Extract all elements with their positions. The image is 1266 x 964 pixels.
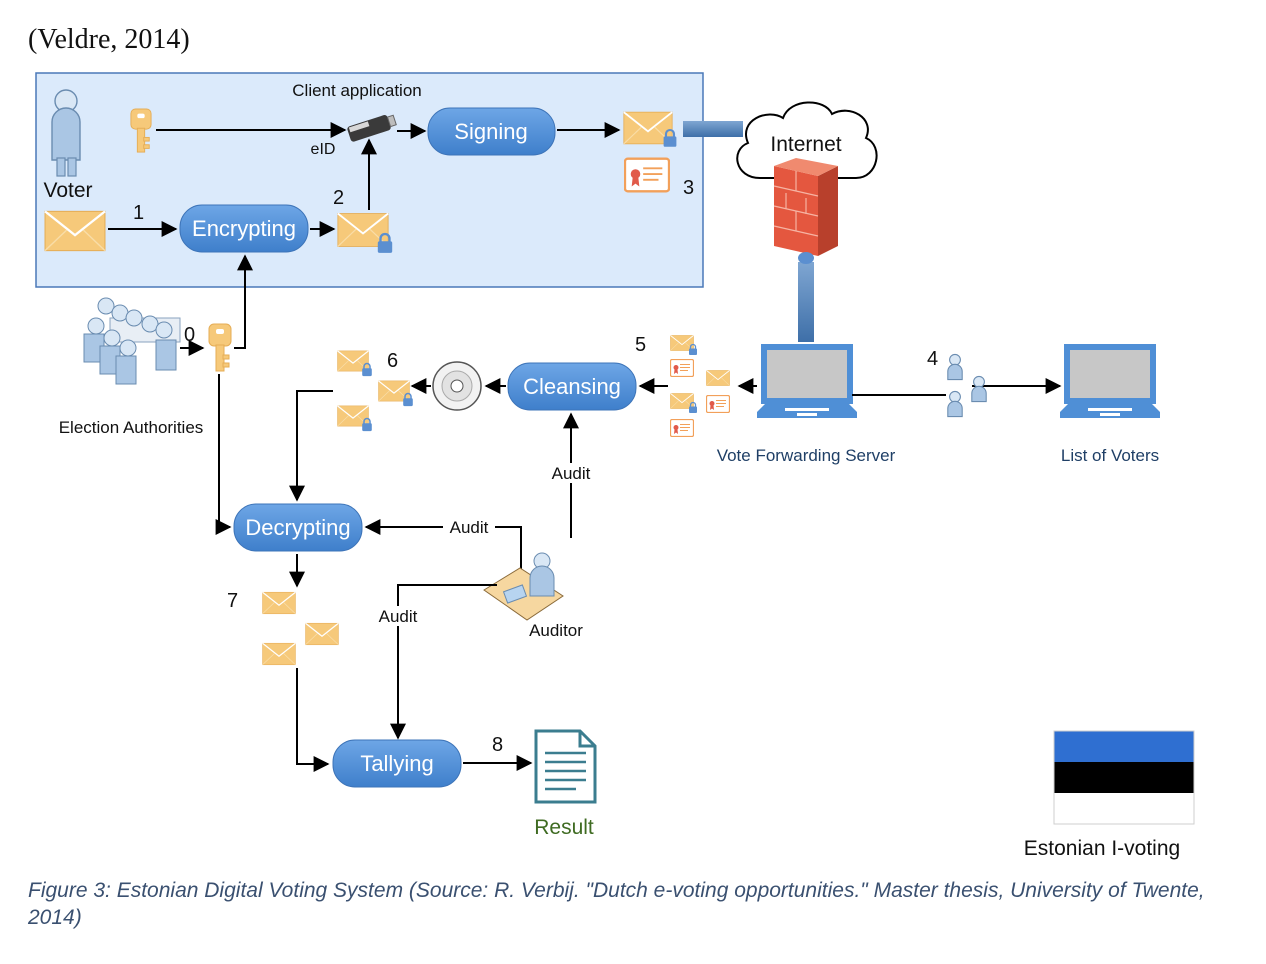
cd-disc-icon xyxy=(432,361,482,411)
encrypting-label: Encrypting xyxy=(192,216,296,241)
decrypted-vote-envelope-icon xyxy=(262,642,296,666)
envelope-icon xyxy=(706,369,730,387)
signing-label: Signing xyxy=(454,119,527,144)
certificate-icon xyxy=(706,395,730,413)
step-6: 6 xyxy=(387,350,398,372)
step-3: 3 xyxy=(683,177,694,199)
step-5: 5 xyxy=(635,334,646,356)
step-8: 8 xyxy=(492,734,503,756)
election-authorities-icon xyxy=(83,297,181,385)
ballot-envelope-icon xyxy=(44,210,106,252)
election-authorities-label: Election Authorities xyxy=(59,418,204,437)
estonian-ivoting-label: Estonian I-voting xyxy=(1024,837,1180,860)
list-of-voters-label: List of Voters xyxy=(1061,446,1159,465)
decrypted-vote-envelope-icon xyxy=(305,622,339,646)
signing-process: Signing xyxy=(427,107,556,156)
list-of-voters-icon xyxy=(1060,344,1160,418)
eid-usb-icon xyxy=(347,114,397,142)
internet-label: Internet xyxy=(770,133,841,156)
auditor-label: Auditor xyxy=(529,621,583,640)
step-4: 4 xyxy=(927,348,938,370)
auditor-icon xyxy=(483,552,564,621)
tallying-label: Tallying xyxy=(360,751,433,776)
internet-cloud-icon xyxy=(736,101,878,179)
result-document-icon xyxy=(534,729,597,804)
voter-person-icon xyxy=(947,353,963,381)
step-7: 7 xyxy=(227,590,238,612)
pipe-to-server xyxy=(798,262,814,342)
audit-label-decrypting: Audit xyxy=(450,518,489,537)
certificate-icon xyxy=(624,157,670,193)
encrypting-process: Encrypting xyxy=(179,204,309,253)
audit-label-cleansing: Audit xyxy=(552,464,591,483)
step-0: 0 xyxy=(184,324,195,346)
certificate-icon xyxy=(670,419,694,437)
cleansing-process: Cleansing xyxy=(507,362,637,411)
figure-caption: Figure 3: Estonian Digital Voting System… xyxy=(28,879,1205,929)
decrypting-process: Decrypting xyxy=(233,503,363,552)
voting-system-diagram: Client application Voter eID Signing 3 I… xyxy=(35,72,1195,860)
voter-label: Voter xyxy=(43,179,92,202)
citation: (Veldre, 2014) xyxy=(28,24,190,55)
eid-label: eID xyxy=(311,141,336,158)
tallying-process: Tallying xyxy=(332,739,462,788)
audit-label-tallying: Audit xyxy=(379,607,418,626)
voter-person-icon xyxy=(971,375,987,403)
step-2: 2 xyxy=(333,187,344,209)
vote-forwarding-server-icon xyxy=(757,344,857,418)
estonian-flag-icon xyxy=(1053,730,1195,825)
pipe-connector xyxy=(683,121,743,137)
firewall-icon xyxy=(773,158,838,256)
result-label: Result xyxy=(534,816,594,839)
voter-person-icon xyxy=(947,390,963,418)
certificate-icon xyxy=(670,359,694,377)
cleansing-label: Cleansing xyxy=(523,374,621,399)
decrypted-vote-envelope-icon xyxy=(262,591,296,615)
authority-key-icon xyxy=(208,323,232,372)
decrypting-label: Decrypting xyxy=(245,515,350,540)
client-application-title: Client application xyxy=(292,81,421,100)
step-1: 1 xyxy=(133,202,144,224)
vote-forwarding-server-label: Vote Forwarding Server xyxy=(717,446,896,465)
voter-figure-icon xyxy=(51,89,81,177)
